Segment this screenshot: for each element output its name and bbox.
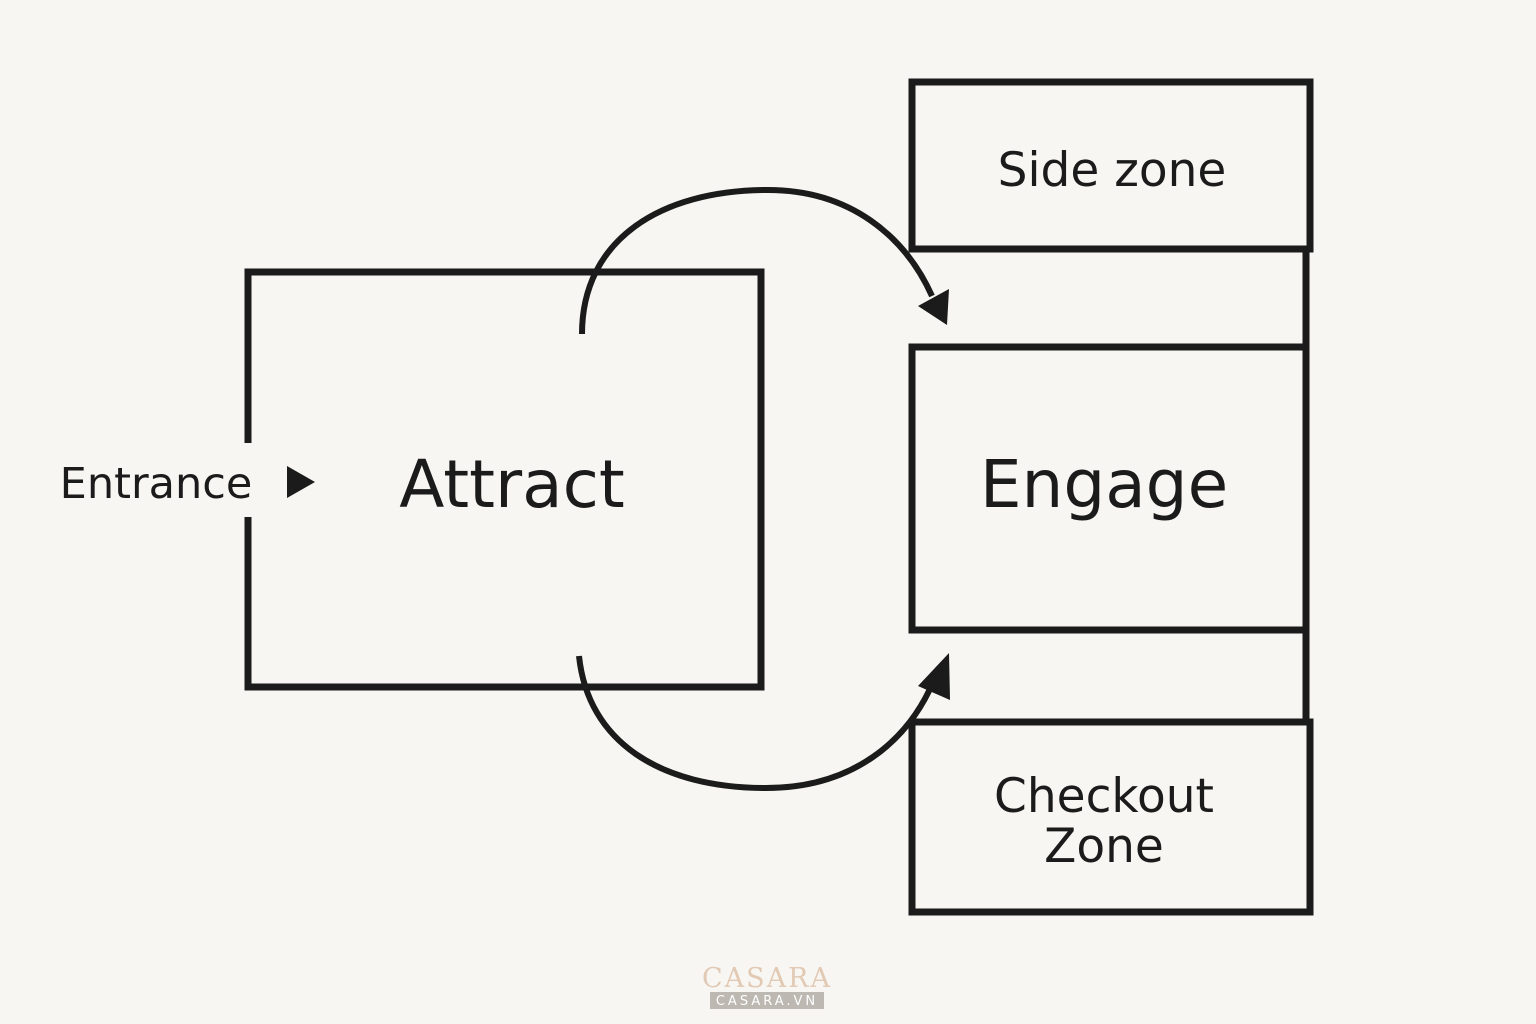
right-zone-column: Side zone Engage Checkout Zone — [908, 78, 1314, 916]
watermark-brand: CASARA — [702, 963, 832, 994]
checkout-zone-label-line1: Checkout — [994, 769, 1214, 824]
watermark-domain-background — [710, 992, 824, 1009]
entrance-label: Entrance — [60, 459, 253, 509]
entrance: Entrance — [60, 459, 315, 509]
lower-flow-arrow — [576, 653, 950, 792]
lower-flow-curve — [576, 655, 937, 792]
entrance-arrow-icon — [287, 466, 315, 498]
checkout-zone-label-line2: Zone — [1044, 819, 1164, 874]
attract-zone: Attract — [244, 268, 765, 691]
upper-flow-arrowhead-icon — [918, 289, 949, 325]
side-zone-box — [908, 78, 1314, 253]
upper-flow-curve — [579, 186, 935, 335]
casara-watermark-logo: CASARA CASARA.VN — [702, 963, 832, 1009]
attract-zone-box — [244, 268, 765, 691]
upper-flow-arrow — [579, 186, 949, 335]
engage-zone-box — [908, 343, 1310, 634]
attract-zone-label: Attract — [399, 446, 625, 523]
checkout-zone-box — [908, 718, 1314, 916]
watermark-domain: CASARA.VN — [716, 994, 818, 1009]
side-zone-label: Side zone — [998, 143, 1227, 198]
engage-zone-label: Engage — [980, 446, 1228, 523]
lower-flow-arrowhead-icon — [918, 653, 950, 700]
